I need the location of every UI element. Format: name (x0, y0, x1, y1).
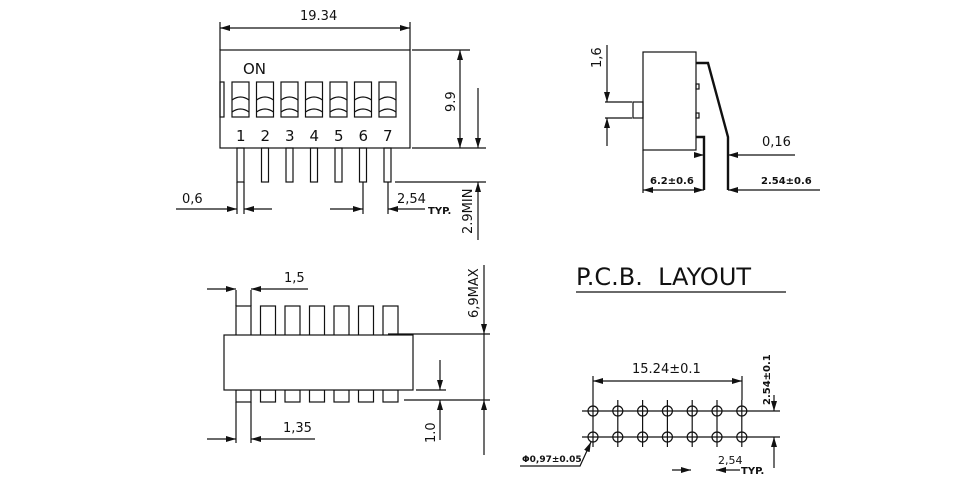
dim-pitch-pcb: 2,54 (718, 454, 743, 467)
on-label: ON (243, 60, 266, 78)
dim-lead-offset: 2.54±0.6 (761, 176, 812, 187)
dim-span: 15.24±0.1 (632, 362, 701, 377)
pcb-hole (661, 405, 674, 417)
dim-width: 19.34 (300, 9, 337, 24)
dim-standoff: 1.0 (424, 422, 439, 443)
dim-height: 9.9 (444, 91, 459, 112)
top-pin (382, 305, 399, 337)
top-pin (357, 305, 375, 337)
switch-slider (378, 81, 397, 118)
dim-actuator: 1,6 (590, 47, 605, 68)
pcb-hole (686, 431, 698, 443)
pcb-hole (736, 431, 748, 443)
side-view: 1,6 0,16 6.2±0.6 2.54±0.6 (590, 45, 820, 193)
switch-number: 3 (285, 127, 295, 145)
dim-row: 2.54±0.1 (762, 354, 773, 405)
pin (358, 147, 368, 183)
pin (383, 147, 392, 183)
bottom-pin (382, 389, 399, 403)
lead-straight (696, 135, 706, 190)
switch-slider (329, 81, 348, 118)
switch-slider (304, 81, 324, 118)
dim-max: 6,9MAX (467, 268, 482, 318)
typ-label-pcb: TYP. (741, 466, 764, 477)
front-body (223, 334, 414, 391)
pcb-hole (661, 431, 674, 443)
switch-slider (280, 81, 299, 118)
switch-number: 2 (261, 127, 271, 145)
top-pin (308, 305, 326, 337)
pcb-hole (736, 405, 748, 417)
bottom-pin (357, 389, 375, 403)
pcb-hole (711, 431, 723, 443)
switch-number: 7 (383, 127, 393, 145)
top-pin (333, 305, 350, 337)
pin (309, 147, 319, 183)
switch-slider (255, 81, 275, 118)
dim-pin-width: 0,6 (182, 192, 203, 207)
pcb-layout: P.C.B. LAYOUT 15.24±0.1 2.54±0.1 Φ0,97±0… (520, 263, 786, 477)
bottom-pin (259, 389, 277, 403)
dim-hole: Φ0,97±0.05 (522, 455, 582, 465)
switch-number: 4 (310, 127, 320, 145)
bottom-pin (308, 389, 326, 403)
switch-number: 5 (334, 127, 344, 145)
dim-pin-length: 2.9MIN (461, 189, 476, 234)
top-pin (284, 305, 301, 337)
dim-bottom: 1,35 (283, 421, 312, 436)
top-pin (259, 305, 277, 337)
front-view: 1,5 1,35 6,9MAX 1.0 (207, 265, 490, 455)
pin (285, 147, 294, 183)
pcb-hole (587, 405, 599, 417)
pcb-hole (711, 405, 723, 417)
pcb-hole (612, 405, 624, 417)
pin (260, 147, 270, 183)
lead-bent (696, 61, 730, 190)
body-tab (219, 81, 225, 118)
actuator (632, 101, 644, 119)
pin (236, 147, 245, 183)
pcb-hole (636, 405, 649, 417)
switch-slider (231, 81, 250, 118)
side-body (642, 51, 697, 151)
dim-body: 6.2±0.6 (650, 176, 694, 187)
switch-slider (353, 81, 373, 118)
pcb-hole (686, 405, 698, 417)
pcb-hole (636, 431, 649, 443)
pcb-hole (587, 431, 599, 443)
pin (334, 147, 343, 183)
bottom-pin (235, 389, 252, 403)
bottom-pin (333, 389, 350, 403)
typ-label: TYP. (428, 206, 451, 217)
switch-number: 1 (236, 127, 246, 145)
pcb-title: P.C.B. LAYOUT (576, 263, 751, 291)
pcb-hole (612, 431, 624, 443)
switch-number: 6 (359, 127, 369, 145)
dim-top: 1,5 (284, 271, 305, 286)
bottom-pin (284, 389, 301, 403)
top-pin (235, 305, 252, 337)
dim-lead: 0,16 (762, 135, 791, 150)
dim-pitch: 2,54 (397, 192, 426, 207)
